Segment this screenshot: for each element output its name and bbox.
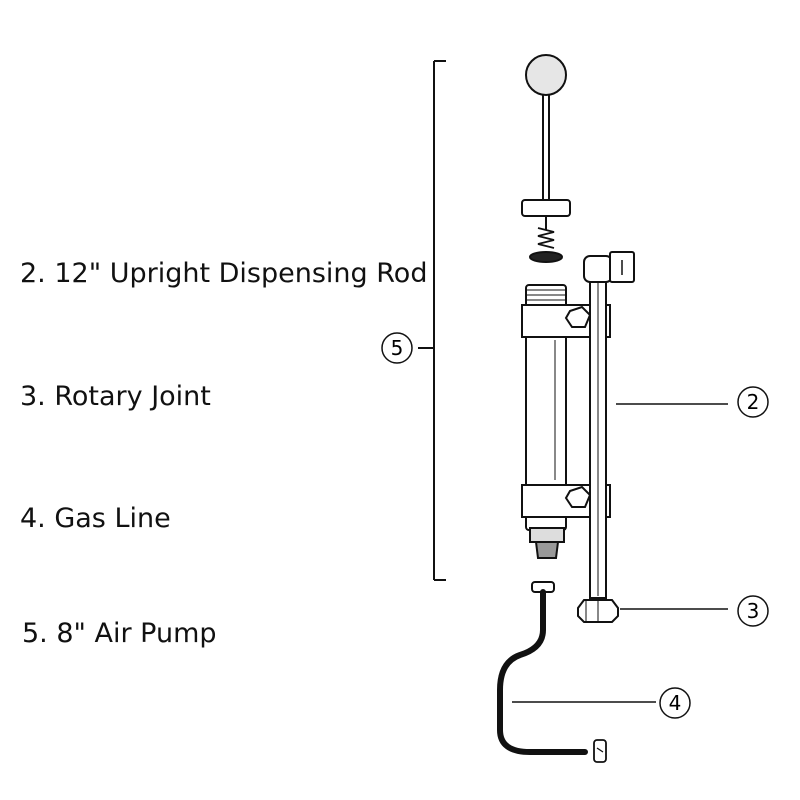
gas-line (497, 581, 607, 763)
callout-5: 5 (381, 332, 413, 364)
rotary-joint (577, 599, 619, 623)
air-pump-bracket (418, 60, 446, 581)
legend-item-gas-line: 4. Gas Line (20, 503, 171, 534)
callout-4: 4 (659, 687, 691, 719)
pump-handle (521, 54, 571, 263)
legend-item-dispensing-rod: 2. 12" Upright Dispensing Rod (20, 258, 428, 289)
svg-text:2: 2 (747, 390, 760, 414)
callout-3: 3 (737, 595, 769, 627)
svg-text:5: 5 (391, 336, 404, 360)
svg-text:4: 4 (669, 691, 682, 715)
legend-item-air-pump: 5. 8" Air Pump (22, 618, 217, 649)
pump-cylinder (521, 284, 611, 559)
callout-2: 2 (737, 386, 769, 418)
svg-text:3: 3 (747, 599, 760, 623)
dispensing-rod (583, 251, 635, 599)
legend-item-rotary-joint: 3. Rotary Joint (20, 381, 211, 412)
